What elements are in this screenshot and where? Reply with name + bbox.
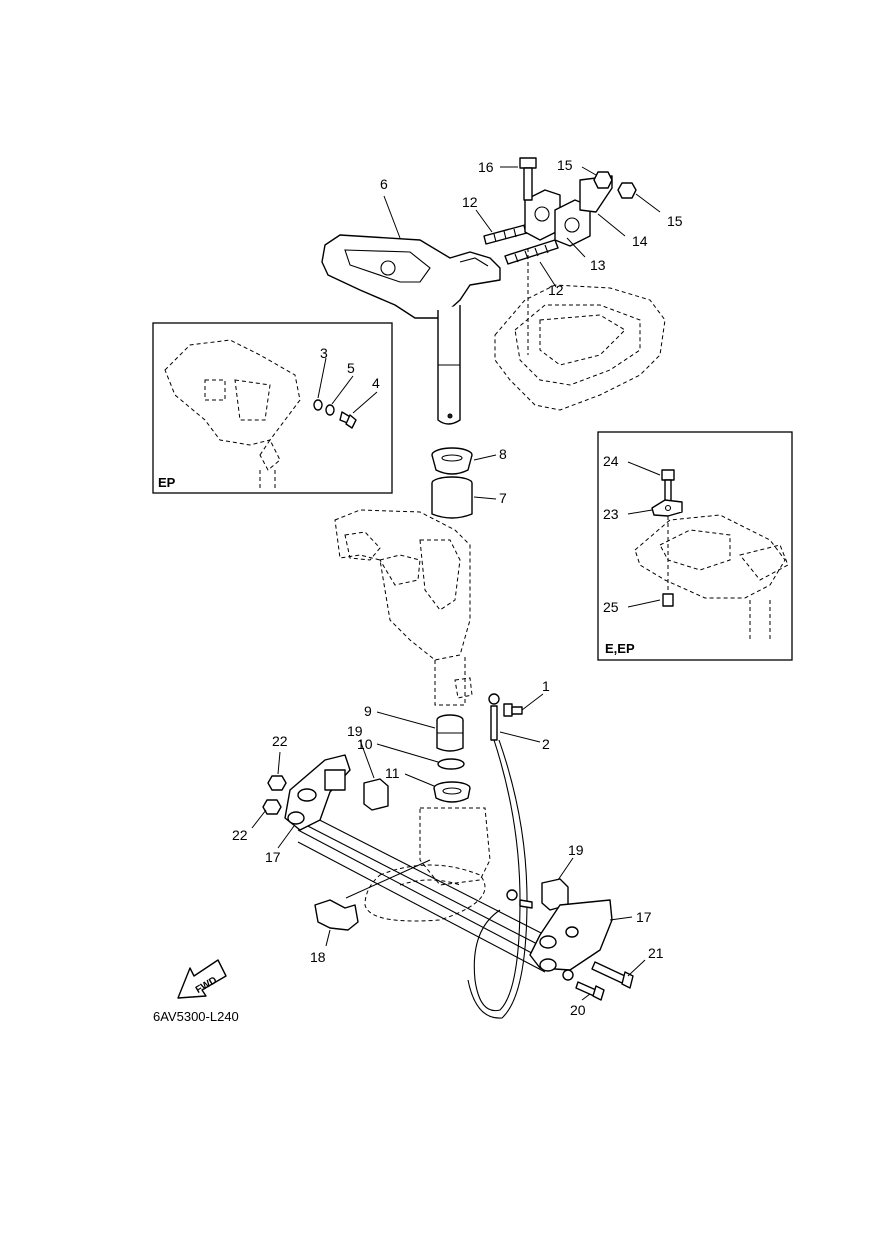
o-ring-10 (437, 758, 465, 770)
callout-12-upper: 12 (462, 194, 478, 210)
callout-11: 11 (385, 765, 400, 781)
callout-5: 5 (347, 360, 355, 376)
bushing-9 (436, 714, 464, 752)
callout-9: 9 (364, 703, 372, 719)
callout-8: 8 (499, 446, 507, 462)
lower-case-outline (364, 807, 491, 922)
lower-mount-bracket-left (284, 754, 351, 831)
bolt-1 (503, 703, 523, 717)
callout-4: 4 (372, 375, 380, 391)
callout-25: 25 (603, 599, 619, 615)
callout-18: 18 (310, 949, 326, 965)
lower-mount-bracket-right (529, 899, 613, 972)
nut-15-left (593, 171, 613, 189)
bushing-7 (431, 476, 473, 519)
callout-6: 6 (380, 176, 388, 192)
callout-17-left: 17 (265, 849, 281, 865)
inset-ep: EP (152, 322, 393, 494)
inset-e-ep: E,EP (597, 431, 793, 661)
callout-14: 14 (632, 233, 648, 249)
nut-15-right (617, 182, 637, 199)
bolt-ground-small (506, 889, 533, 909)
nut-22-bottom (262, 799, 282, 815)
callout-21: 21 (648, 945, 664, 961)
callout-12-lower: 12 (548, 282, 564, 298)
callout-22-top: 22 (272, 733, 288, 749)
callout-2: 2 (542, 736, 550, 752)
callout-23: 23 (603, 506, 619, 522)
steering-shaft (437, 305, 461, 425)
steering-bracket (321, 234, 501, 319)
bolt-21 (591, 961, 634, 989)
callout-1: 1 (542, 678, 550, 694)
callout-15-right: 15 (667, 213, 683, 229)
mount-rubber-18 (314, 899, 359, 931)
nut-22-top (267, 775, 287, 791)
stud-bolt-lower (504, 239, 559, 265)
callout-16: 16 (478, 159, 494, 175)
diagram-code: 6AV5300-L240 (153, 1009, 239, 1024)
inset-label-e-ep: E,EP (605, 641, 635, 656)
through-bolts (297, 809, 546, 973)
bolt-20 (562, 969, 605, 1001)
fwd-arrow: FWD (177, 959, 227, 999)
inset-label-ep: EP (158, 475, 176, 490)
callout-19-left: 19 (347, 723, 363, 739)
callout-24: 24 (603, 453, 619, 469)
bolt-16 (519, 157, 537, 201)
callout-20: 20 (570, 1002, 586, 1018)
callout-17-right: 17 (636, 909, 652, 925)
callout-13: 13 (590, 257, 606, 273)
callout-19-right: 19 (568, 842, 584, 858)
mount-rubber-19-left (363, 778, 389, 811)
callout-22-bottom: 22 (232, 827, 248, 843)
callouts: 6 12 12 13 14 16 15 15 3 5 4 8 7 1 2 9 1… (232, 157, 683, 1018)
swivel-bracket-outline (334, 509, 473, 706)
callout-15-left: 15 (557, 157, 573, 173)
callout-10: 10 (357, 736, 373, 752)
callout-7: 7 (499, 490, 507, 506)
bushing-8 (431, 447, 473, 475)
upper-case-outline (494, 284, 666, 411)
seal-11 (433, 781, 471, 803)
callout-3: 3 (320, 345, 328, 361)
leader-lines (251, 166, 661, 1001)
